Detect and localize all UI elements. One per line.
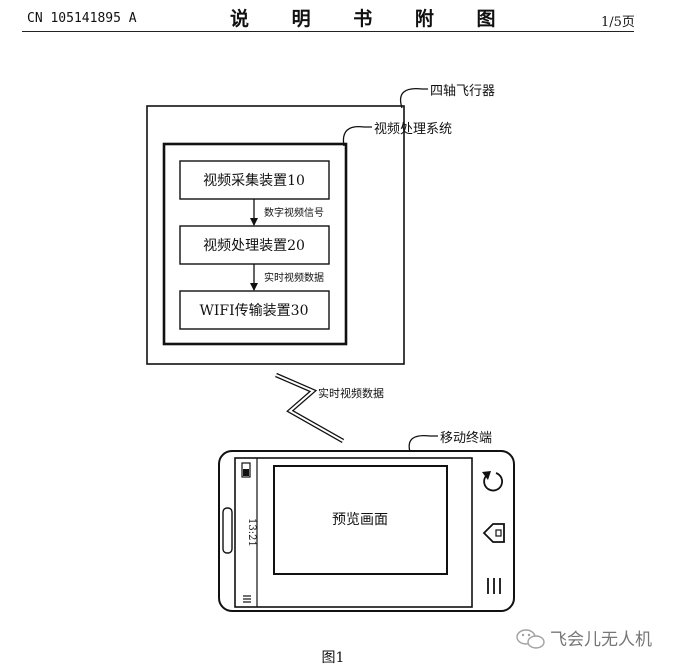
video-system-box: [162, 142, 348, 346]
wireless-link-icon: [275, 372, 345, 443]
signal-icon: [243, 595, 251, 603]
phone-body: [218, 450, 515, 612]
menu-icon[interactable]: [487, 578, 501, 594]
preview-window: [273, 465, 448, 575]
page-number: 1/5页: [601, 15, 635, 30]
block-wifi-transmission: [179, 290, 330, 330]
phone-clock: 13:21: [246, 518, 257, 547]
header-rule: [22, 31, 634, 32]
rotate-icon[interactable]: [482, 471, 503, 492]
block-wifi-transmission-label: WIFI传输装置30: [200, 303, 309, 319]
block-video-capture-label: 视频采集装置10: [203, 172, 305, 189]
figure-caption: 图1: [322, 650, 345, 666]
back-icon[interactable]: [482, 523, 505, 543]
terminal-label: 移动终端: [440, 430, 492, 446]
wireless-label: 实时视频数据: [318, 386, 384, 400]
battery-icon: [241, 462, 251, 478]
page-header: CN 105141895 A 说 明 书 附 图 1/5页: [0, 0, 700, 40]
video-system-label: 视频处理系统: [374, 122, 452, 137]
phone-side-button: [222, 507, 233, 554]
watermark-text: 飞会儿无人机: [550, 630, 652, 650]
arrow-label-digital-video-signal: 数字视频信号: [264, 206, 324, 219]
phone-screen: [234, 457, 473, 608]
wechat-icon: [516, 629, 545, 649]
patent-number: CN 105141895 A: [27, 11, 137, 26]
arrow-label-realtime-video-data: 实时视频数据: [264, 271, 324, 284]
quadcopter-leader-line: [399, 87, 428, 109]
block-video-processing-label: 视频处理装置20: [203, 238, 305, 254]
video-system-leader-line: [342, 125, 372, 147]
page-title: 说 明 书 附 图: [230, 8, 514, 30]
terminal-leader-line: [408, 434, 438, 453]
preview-label: 预览画面: [332, 512, 388, 528]
quadcopter-box: [146, 105, 405, 365]
quadcopter-label: 四轴飞行器: [430, 84, 495, 99]
